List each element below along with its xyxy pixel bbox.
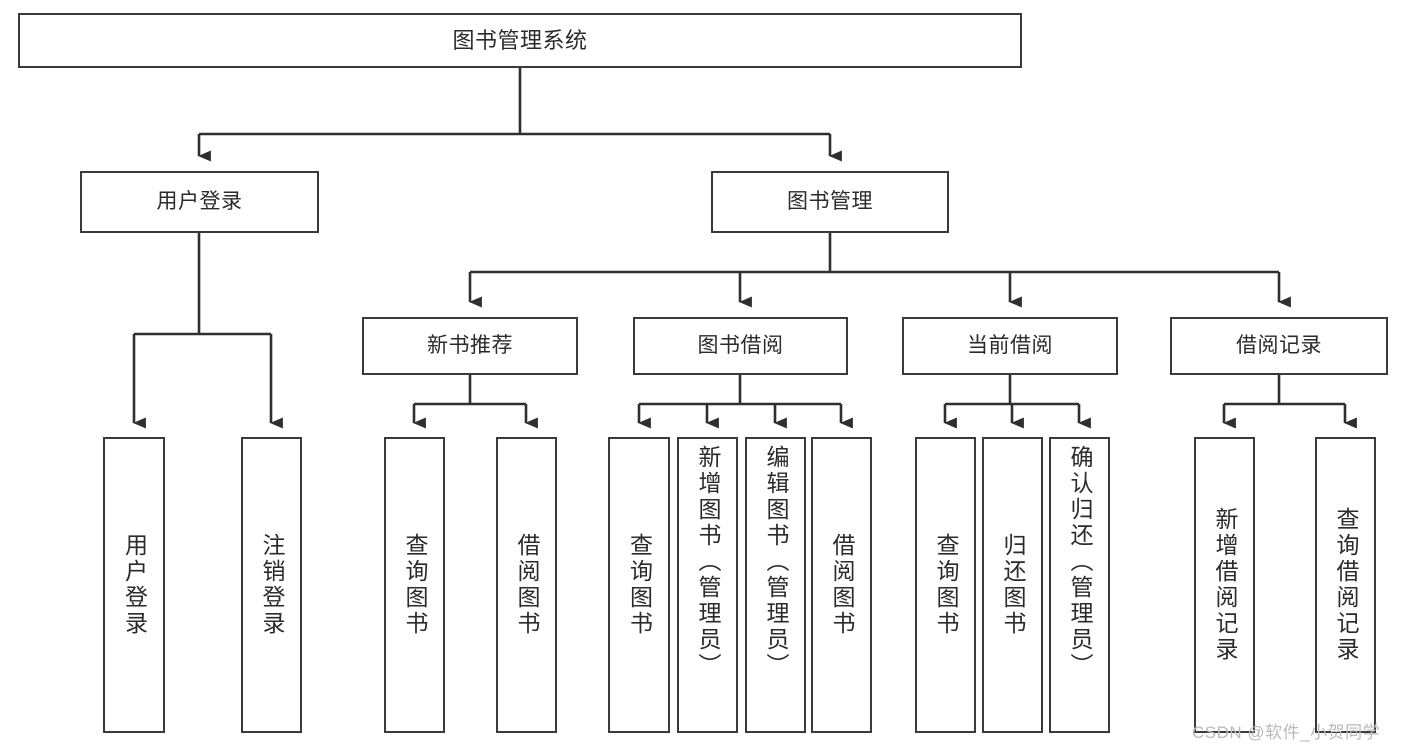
node-leaf-borrow-book-recommend[interactable]: 借阅图书	[496, 437, 557, 733]
node-leaf-user-login[interactable]: 用户登录	[103, 437, 165, 733]
node-leaf-query-borrow-record[interactable]: 查询借阅记录	[1315, 437, 1376, 733]
node-label: 图书管理系统	[452, 27, 588, 53]
node-label: 借阅图书	[829, 533, 855, 637]
node-leaf-query-book-borrow[interactable]: 查询图书	[608, 437, 670, 733]
node-label: 借阅记录	[1236, 333, 1322, 357]
node-leaf-query-book-recommend[interactable]: 查询图书	[384, 437, 445, 733]
node-label: 当前借阅	[967, 333, 1053, 357]
node-label: 归还图书	[1000, 533, 1026, 637]
node-leaf-confirm-return[interactable]: 确认归还（管理员）	[1049, 437, 1110, 733]
node-label: 查询借阅记录	[1333, 507, 1359, 663]
node-label: 注销登录	[259, 533, 285, 637]
node-label: 图书管理	[787, 189, 873, 213]
node-leaf-edit-book[interactable]: 编辑图书（管理员）	[745, 437, 806, 733]
node-user-login[interactable]: 用户登录	[80, 171, 319, 233]
node-label: 借阅图书	[514, 533, 540, 637]
node-label: 用户登录	[121, 533, 148, 637]
node-label: 查询图书	[402, 533, 428, 637]
node-current-borrow[interactable]: 当前借阅	[902, 317, 1118, 375]
node-label: 新书推荐	[427, 333, 513, 357]
node-book-management[interactable]: 图书管理	[711, 171, 949, 233]
node-label: 用户登录	[156, 189, 243, 213]
node-leaf-add-borrow-record[interactable]: 新增借阅记录	[1194, 437, 1255, 733]
node-label: 确认归还（管理员）	[1067, 445, 1093, 679]
node-label: 编辑图书（管理员）	[763, 445, 789, 679]
node-borrow-record[interactable]: 借阅记录	[1170, 317, 1388, 375]
node-label: 查询图书	[626, 533, 653, 637]
node-label: 查询图书	[933, 533, 959, 637]
node-leaf-return-book[interactable]: 归还图书	[982, 437, 1043, 733]
node-label: 新增借阅记录	[1212, 507, 1238, 663]
node-root-system[interactable]: 图书管理系统	[18, 13, 1022, 68]
node-label: 新增图书（管理员）	[695, 445, 721, 679]
node-new-book-recommend[interactable]: 新书推荐	[362, 317, 578, 375]
node-leaf-query-book-current[interactable]: 查询图书	[915, 437, 976, 733]
node-label: 图书借阅	[697, 333, 784, 357]
node-book-borrow[interactable]: 图书借阅	[633, 317, 848, 375]
node-leaf-logout-login[interactable]: 注销登录	[241, 437, 302, 733]
csdn-watermark: CSDN @软件_小贺同学	[1192, 723, 1381, 742]
node-leaf-add-book[interactable]: 新增图书（管理员）	[677, 437, 738, 733]
node-leaf-borrow-book-borrow[interactable]: 借阅图书	[811, 437, 872, 733]
